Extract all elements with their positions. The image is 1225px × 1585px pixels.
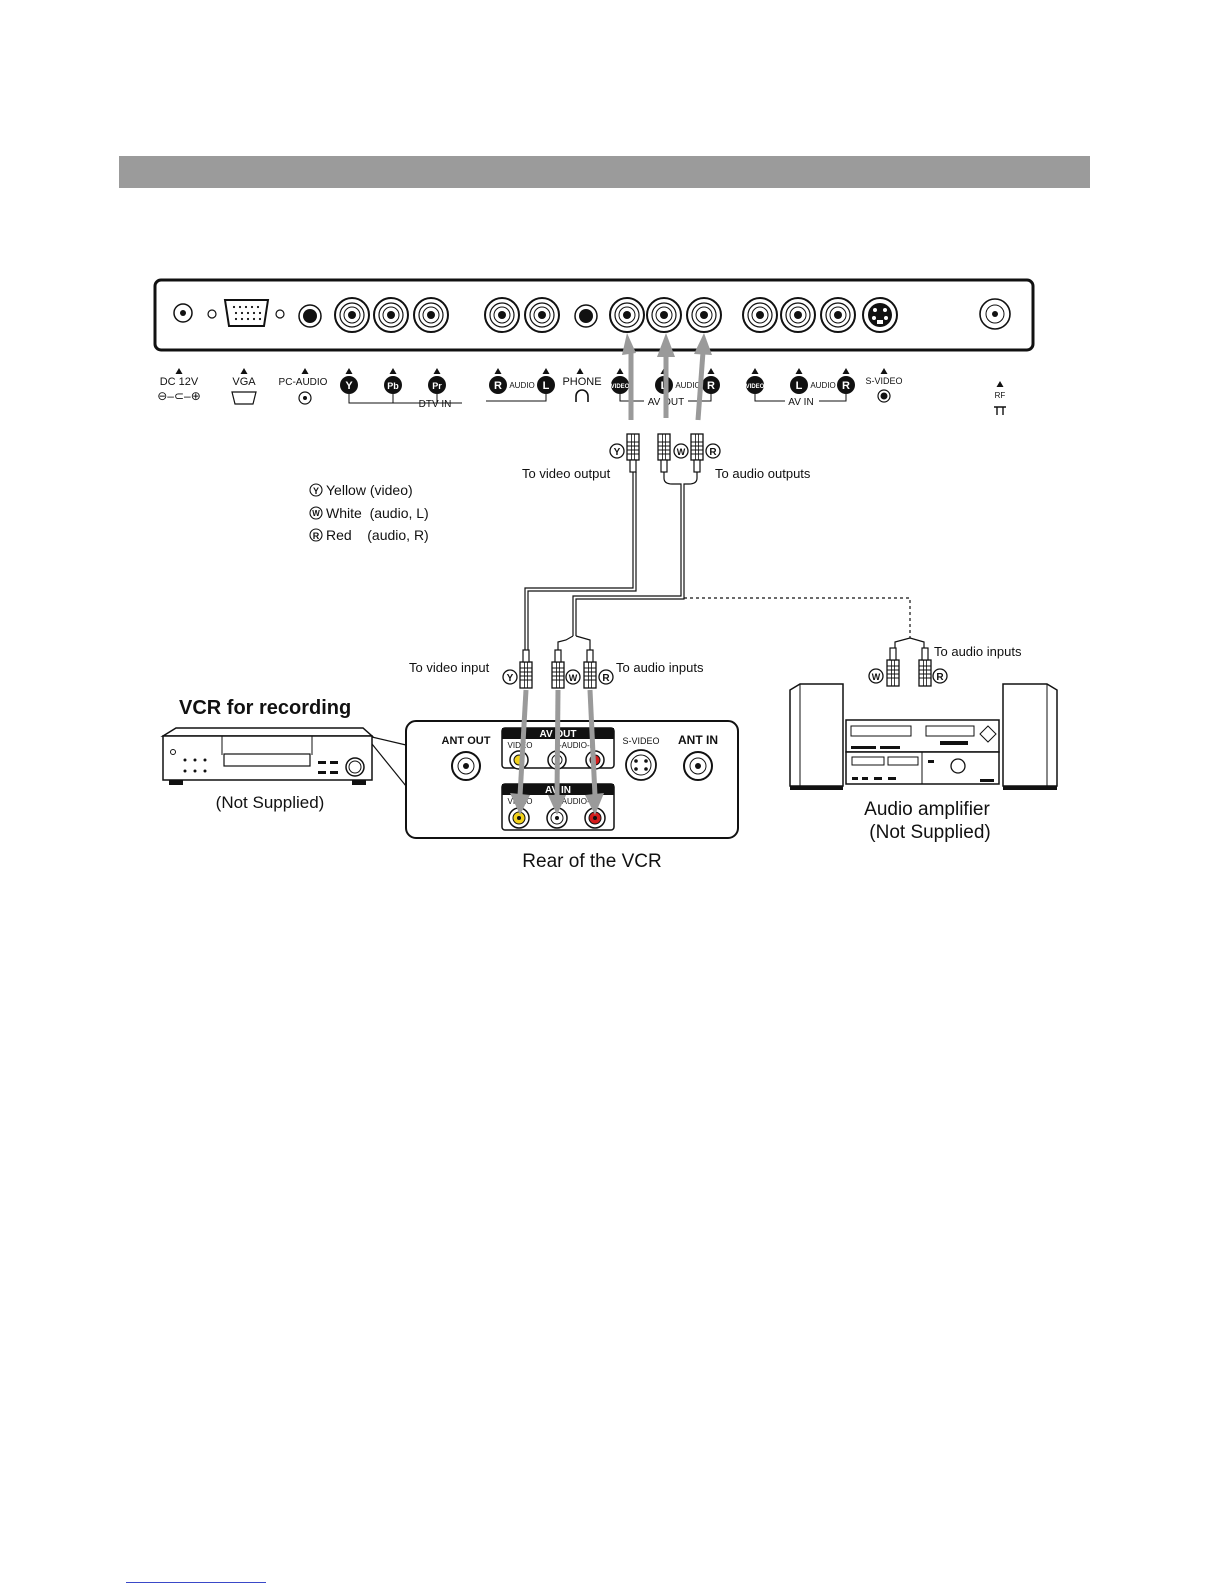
audio-r-label: R [494,380,502,392]
av-in-group: VIDEO L AUDIO R AV IN [746,376,855,408]
av-out-r-jack [686,297,722,333]
dtv-pb-jack [373,297,409,333]
dtv-in-label: DTV IN [419,399,452,410]
headphone-icon [575,389,589,402]
rf-label: RF [995,391,1006,400]
legend-red: Red (audio, R) [326,527,429,543]
vcr-not-supplied: (Not Supplied) [216,793,325,812]
vcr-device: VCR for recording (Not Supplied) [160,697,407,812]
vcr-ant-in-label: ANT IN [678,733,718,747]
to-audio-inputs-vcr-label: To audio inputs [616,660,704,675]
av-out-video-label: VIDEO [611,384,630,390]
to-audio-inputs-amp-label: To audio inputs [934,644,1022,659]
svg-text:W: W [569,673,578,683]
dc-jack [173,303,193,323]
rf-jack [979,298,1011,330]
av-in-audio-label: AUDIO [810,381,835,390]
amp-cable-plugs: W R To audio inputs [868,644,1022,687]
audio-rl-group: R AUDIO L [486,376,555,402]
pc-audio-label: PC-AUDIO [279,377,328,388]
vga-icon [231,391,257,405]
audio-l-jack [524,297,560,333]
vcr-title: VCR for recording [179,697,351,719]
av-in-r-jack [820,297,856,333]
vcr-rear-panel: ANT OUT ANT IN S-VIDEO AV OUT VIDEO L-AU… [405,720,739,872]
av-out-l-jack [646,297,682,333]
footer-rule [126,1582,266,1583]
vga-port [207,299,285,327]
legend-yellow: Yellow (video) [326,482,413,498]
svg-text:R: R [313,531,320,541]
cables [524,472,925,650]
dc-label: DC 12V [160,376,199,388]
audio-amplifier: Audio amplifier (Not Supplied) [789,683,1058,843]
to-audio-outputs-label: To audio outputs [715,466,811,481]
svg-text:L-AUDIO-R: L-AUDIO-R [555,797,596,806]
dtv-y-jack [334,297,370,333]
audio-r-jack [484,297,520,333]
svg-text:W: W [312,509,320,518]
dtv-pr-jack [413,297,449,333]
plug-y-mark: Y [614,447,621,458]
dtv-pr-label: Pr [432,381,442,391]
pc-audio-jack [298,304,322,328]
svg-text:R: R [936,672,944,683]
vcr-input-arrows [510,689,604,815]
vcr-rear-caption: Rear of the VCR [522,851,661,872]
audio-label: AUDIO [509,381,534,390]
av-in-r-label: R [842,380,850,392]
to-video-input-label: To video input [409,660,490,675]
plug-w-mark: W [677,447,686,457]
av-out-video-jack [609,297,645,333]
amp-caption-line2: (Not Supplied) [869,822,990,843]
section-title-bar [119,156,1090,188]
vga-label: VGA [232,376,256,388]
vcr-ant-out-label: ANT OUT [442,735,491,747]
av-in-video-jack [742,297,778,333]
dtv-y-label: Y [345,380,353,392]
dtv-in-group: Y Pb Pr DTV IN [340,376,462,410]
dtv-pb-label: Pb [387,381,399,391]
av-in-video-label: VIDEO [746,384,765,390]
to-video-output-label: To video output [522,466,611,481]
legend-white: White (audio, L) [326,505,429,521]
s-video-jack [862,297,898,333]
dc-polarity-icon: ⊖–⊂–⊕ [157,389,201,403]
color-legend: Y Yellow (video) W White (audio, L) R Re… [309,482,429,543]
svg-text:W: W [872,672,881,682]
svg-text:VIDEO: VIDEO [508,741,533,750]
audio-l-label: L [543,380,550,392]
amp-caption-line1: Audio amplifier [864,799,990,820]
s-video-label: S-VIDEO [865,376,902,386]
svg-text:Y: Y [313,486,319,496]
av-in-l-label: L [796,380,803,392]
plug-r-mark: R [709,447,717,458]
av-out-audio-label: AUDIO [675,381,700,390]
vcr-cable-plugs: Y W R To video input To audio inputs [409,649,704,689]
svg-text:L-AUDIO-R: L-AUDIO-R [555,741,596,750]
av-in-label: AV IN [788,397,813,408]
svg-text:Y: Y [507,673,514,684]
tv-port-labels: DC 12V ⊖–⊂–⊕ VGA PC-AUDIO Y Pb Pr DTV IN… [157,368,1006,415]
phone-label: PHONE [562,376,601,388]
phone-jack [574,304,598,328]
tv-output-arrows [622,333,712,421]
tv-cable-plugs: Y W R To video output To audio outputs [522,433,811,481]
tv-rear-panel [153,278,1035,352]
av-out-r-label: R [707,380,715,392]
vcr-s-video-label: S-VIDEO [622,736,659,746]
av-in-l-jack [780,297,816,333]
antenna-icon [994,406,1006,415]
svg-text:R: R [602,673,610,684]
